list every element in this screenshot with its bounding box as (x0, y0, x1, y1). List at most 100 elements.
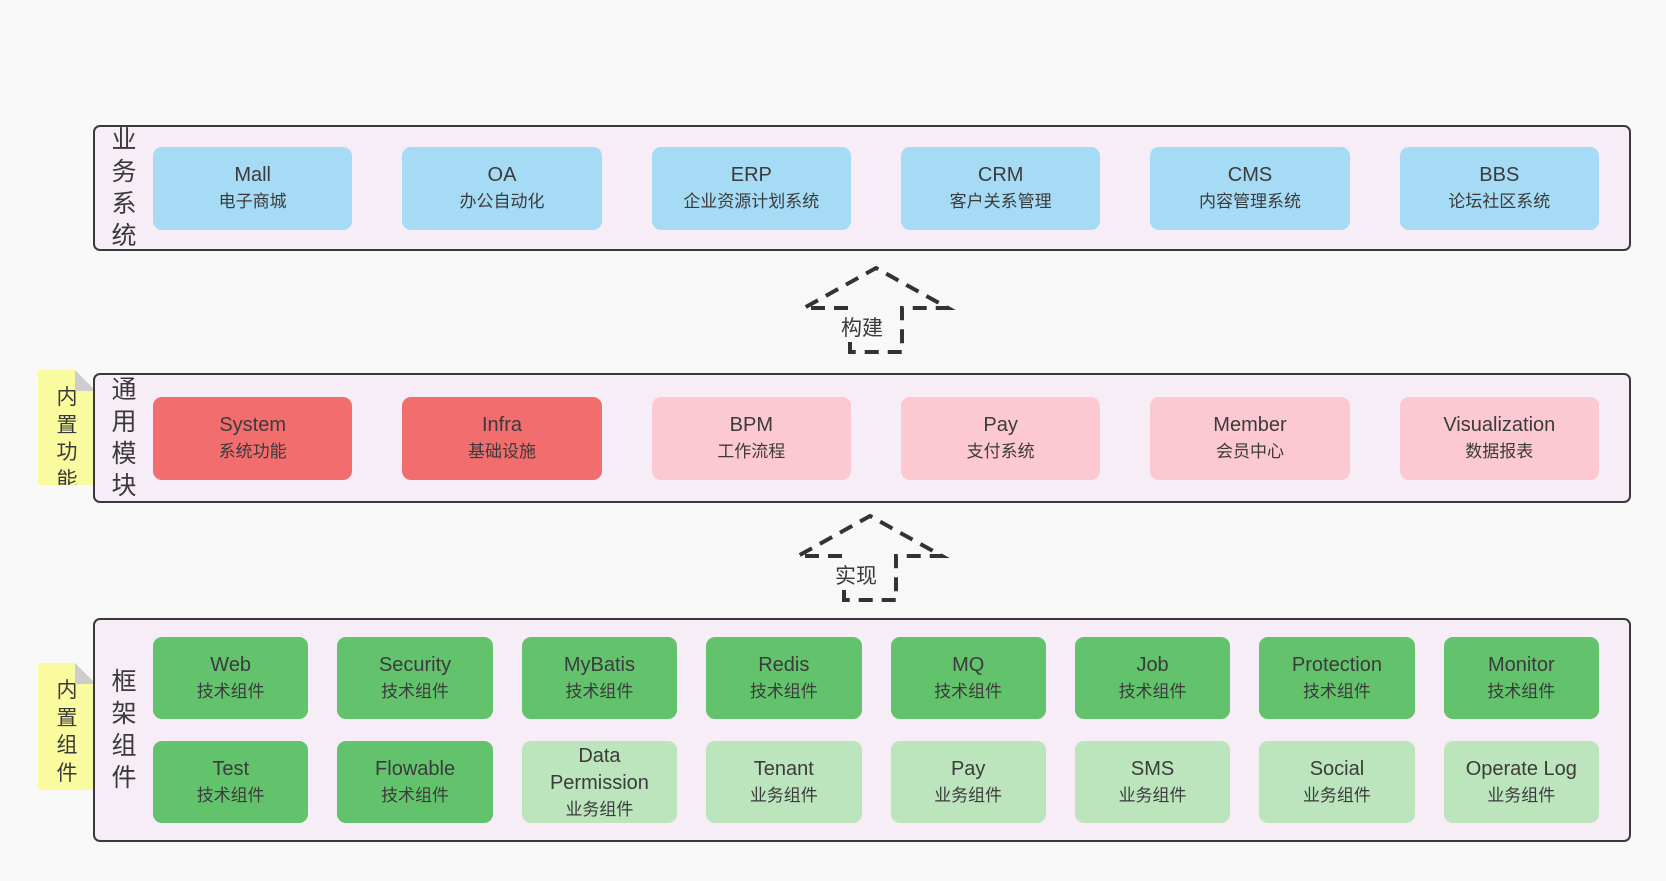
box-oa: OA 办公自动化 (402, 146, 602, 230)
box-title: Protection (1291, 654, 1382, 677)
sticky-text: 内置功能 (56, 386, 78, 493)
box-subtitle: 技术组件 (565, 682, 634, 702)
box-subtitle: 系统功能 (218, 442, 287, 462)
box-subtitle: 技术组件 (1487, 682, 1556, 702)
box-title: Redis (758, 654, 810, 677)
box-subtitle: 技术组件 (381, 786, 450, 806)
box-sms: SMS 业务组件 (1074, 741, 1231, 823)
box-title: Job (1136, 654, 1169, 677)
box-bbs: BBS 论坛社区系统 (1399, 146, 1599, 230)
box-pay-module: Pay 支付系统 (900, 396, 1101, 480)
box-bpm: BPM 工作流程 (651, 396, 851, 480)
box-title: CRM (977, 164, 1024, 187)
band-common-modules: 通用模块 System 系统功能 Infra 基础设施 BPM 工作流程 Pay… (93, 373, 1631, 503)
box-mq: MQ 技术组件 (890, 637, 1046, 719)
box-flowable: Flowable 技术组件 (337, 741, 493, 823)
box-title: Social (1309, 758, 1365, 781)
box-title: Web (210, 654, 252, 677)
box-social: Social 业务组件 (1259, 741, 1415, 823)
box-title: Operate Log (1465, 758, 1577, 781)
box-subtitle: 技术组件 (196, 786, 265, 806)
box-row: Web 技术组件 Security 技术组件 MyBatis 技术组件 Redi… (153, 637, 1599, 719)
band-business-systems: 业务系统 Mall 电子商城 OA 办公自动化 ERP 企业资源计划系统 CRM… (93, 125, 1631, 251)
box-monitor: Monitor 技术组件 (1443, 637, 1599, 719)
up-arrow-icon (790, 513, 950, 602)
box-title: Infra (481, 414, 522, 437)
box-system: System 系统功能 (153, 396, 353, 480)
band-rows: System 系统功能 Infra 基础设施 BPM 工作流程 Pay 支付系统… (153, 375, 1629, 501)
box-member: Member 会员中心 (1150, 396, 1350, 480)
box-subtitle: 技术组件 (1118, 682, 1187, 702)
band-rows: Web 技术组件 Security 技术组件 MyBatis 技术组件 Redi… (153, 620, 1629, 840)
box-subtitle: 业务组件 (565, 799, 634, 819)
band-framework-components: 框架组件 Web 技术组件 Security 技术组件 MyBatis 技术组件… (93, 618, 1631, 842)
box-erp: ERP 企业资源计划系统 (651, 146, 851, 230)
band-label-business-systems: 业务系统 (95, 126, 153, 250)
box-title: Test (212, 758, 250, 781)
band-label-text: 框架组件 (111, 668, 137, 792)
box-subtitle: 基础设施 (467, 442, 536, 462)
box-data-permission: Data Permission 业务组件 (521, 741, 678, 823)
box-pay-component: Pay 业务组件 (890, 741, 1046, 823)
box-subtitle: 业务组件 (749, 786, 818, 806)
box-subtitle: 办公自动化 (459, 192, 545, 212)
band-rows: Mall 电子商城 OA 办公自动化 ERP 企业资源计划系统 CRM 客户关系… (153, 127, 1629, 249)
box-tenant: Tenant 业务组件 (706, 741, 862, 823)
box-infra: Infra 基础设施 (402, 396, 602, 480)
box-subtitle: 企业资源计划系统 (683, 192, 820, 212)
box-title: CMS (1227, 164, 1273, 187)
box-row: Mall 电子商城 OA 办公自动化 ERP 企业资源计划系统 CRM 客户关系… (153, 146, 1599, 230)
box-title: Flowable (375, 758, 456, 781)
box-subtitle: 内容管理系统 (1198, 192, 1301, 212)
box-subtitle: 业务组件 (1487, 786, 1556, 806)
box-subtitle: 论坛社区系统 (1448, 192, 1551, 212)
box-protection: Protection 技术组件 (1259, 637, 1415, 719)
box-subtitle: 会员中心 (1215, 442, 1284, 462)
box-row: System 系统功能 Infra 基础设施 BPM 工作流程 Pay 支付系统… (153, 396, 1599, 480)
box-subtitle: 工作流程 (717, 442, 786, 462)
box-title: Tenant (753, 758, 814, 781)
box-cms: CMS 内容管理系统 (1150, 146, 1350, 230)
build-arrow: 构建 (796, 262, 956, 358)
up-arrow-icon (796, 265, 956, 354)
implement-arrow: 实现 (790, 510, 950, 606)
arrow-label: 实现 (832, 560, 880, 590)
box-title: Security (378, 654, 452, 677)
box-subtitle: 数据报表 (1465, 442, 1534, 462)
box-title: BPM (729, 414, 773, 437)
box-subtitle: 技术组件 (1302, 682, 1371, 702)
box-visualization: Visualization 数据报表 (1399, 396, 1599, 480)
box-subtitle: 技术组件 (381, 682, 450, 702)
box-subtitle: 电子商城 (218, 192, 287, 212)
box-operate-log: Operate Log 业务组件 (1443, 741, 1599, 823)
box-subtitle: 技术组件 (196, 682, 265, 702)
box-subtitle: 客户关系管理 (949, 192, 1052, 212)
box-title: OA (487, 164, 517, 187)
box-title: ERP (730, 164, 772, 187)
band-label-text: 通用模块 (111, 376, 137, 500)
sticky-text: 内置组件 (56, 679, 78, 786)
box-title: BBS (1479, 164, 1520, 187)
box-title: MyBatis (563, 654, 635, 677)
sticky-note-built-in-components: 内置组件 (38, 663, 96, 790)
box-title: Monitor (1487, 654, 1555, 677)
box-crm: CRM 客户关系管理 (900, 146, 1101, 230)
box-web: Web 技术组件 (153, 637, 309, 719)
band-label-framework-components: 框架组件 (95, 620, 153, 840)
box-job: Job 技术组件 (1074, 637, 1231, 719)
box-title: SMS (1130, 758, 1175, 781)
box-subtitle: 业务组件 (1118, 786, 1187, 806)
box-subtitle: 业务组件 (1302, 786, 1371, 806)
box-title: Pay (983, 414, 1018, 437)
box-subtitle: 支付系统 (966, 442, 1035, 462)
band-label-text: 业务系统 (111, 126, 137, 250)
box-title: Data Permission (549, 744, 649, 795)
box-row: Test 技术组件 Flowable 技术组件 Data Permission … (153, 741, 1599, 823)
box-subtitle: 业务组件 (934, 786, 1003, 806)
box-subtitle: 技术组件 (749, 682, 818, 702)
box-title: Member (1213, 414, 1287, 437)
box-title: System (219, 414, 286, 437)
box-mybatis: MyBatis 技术组件 (521, 637, 678, 719)
box-subtitle: 技术组件 (934, 682, 1003, 702)
box-title: Visualization (1443, 414, 1556, 437)
